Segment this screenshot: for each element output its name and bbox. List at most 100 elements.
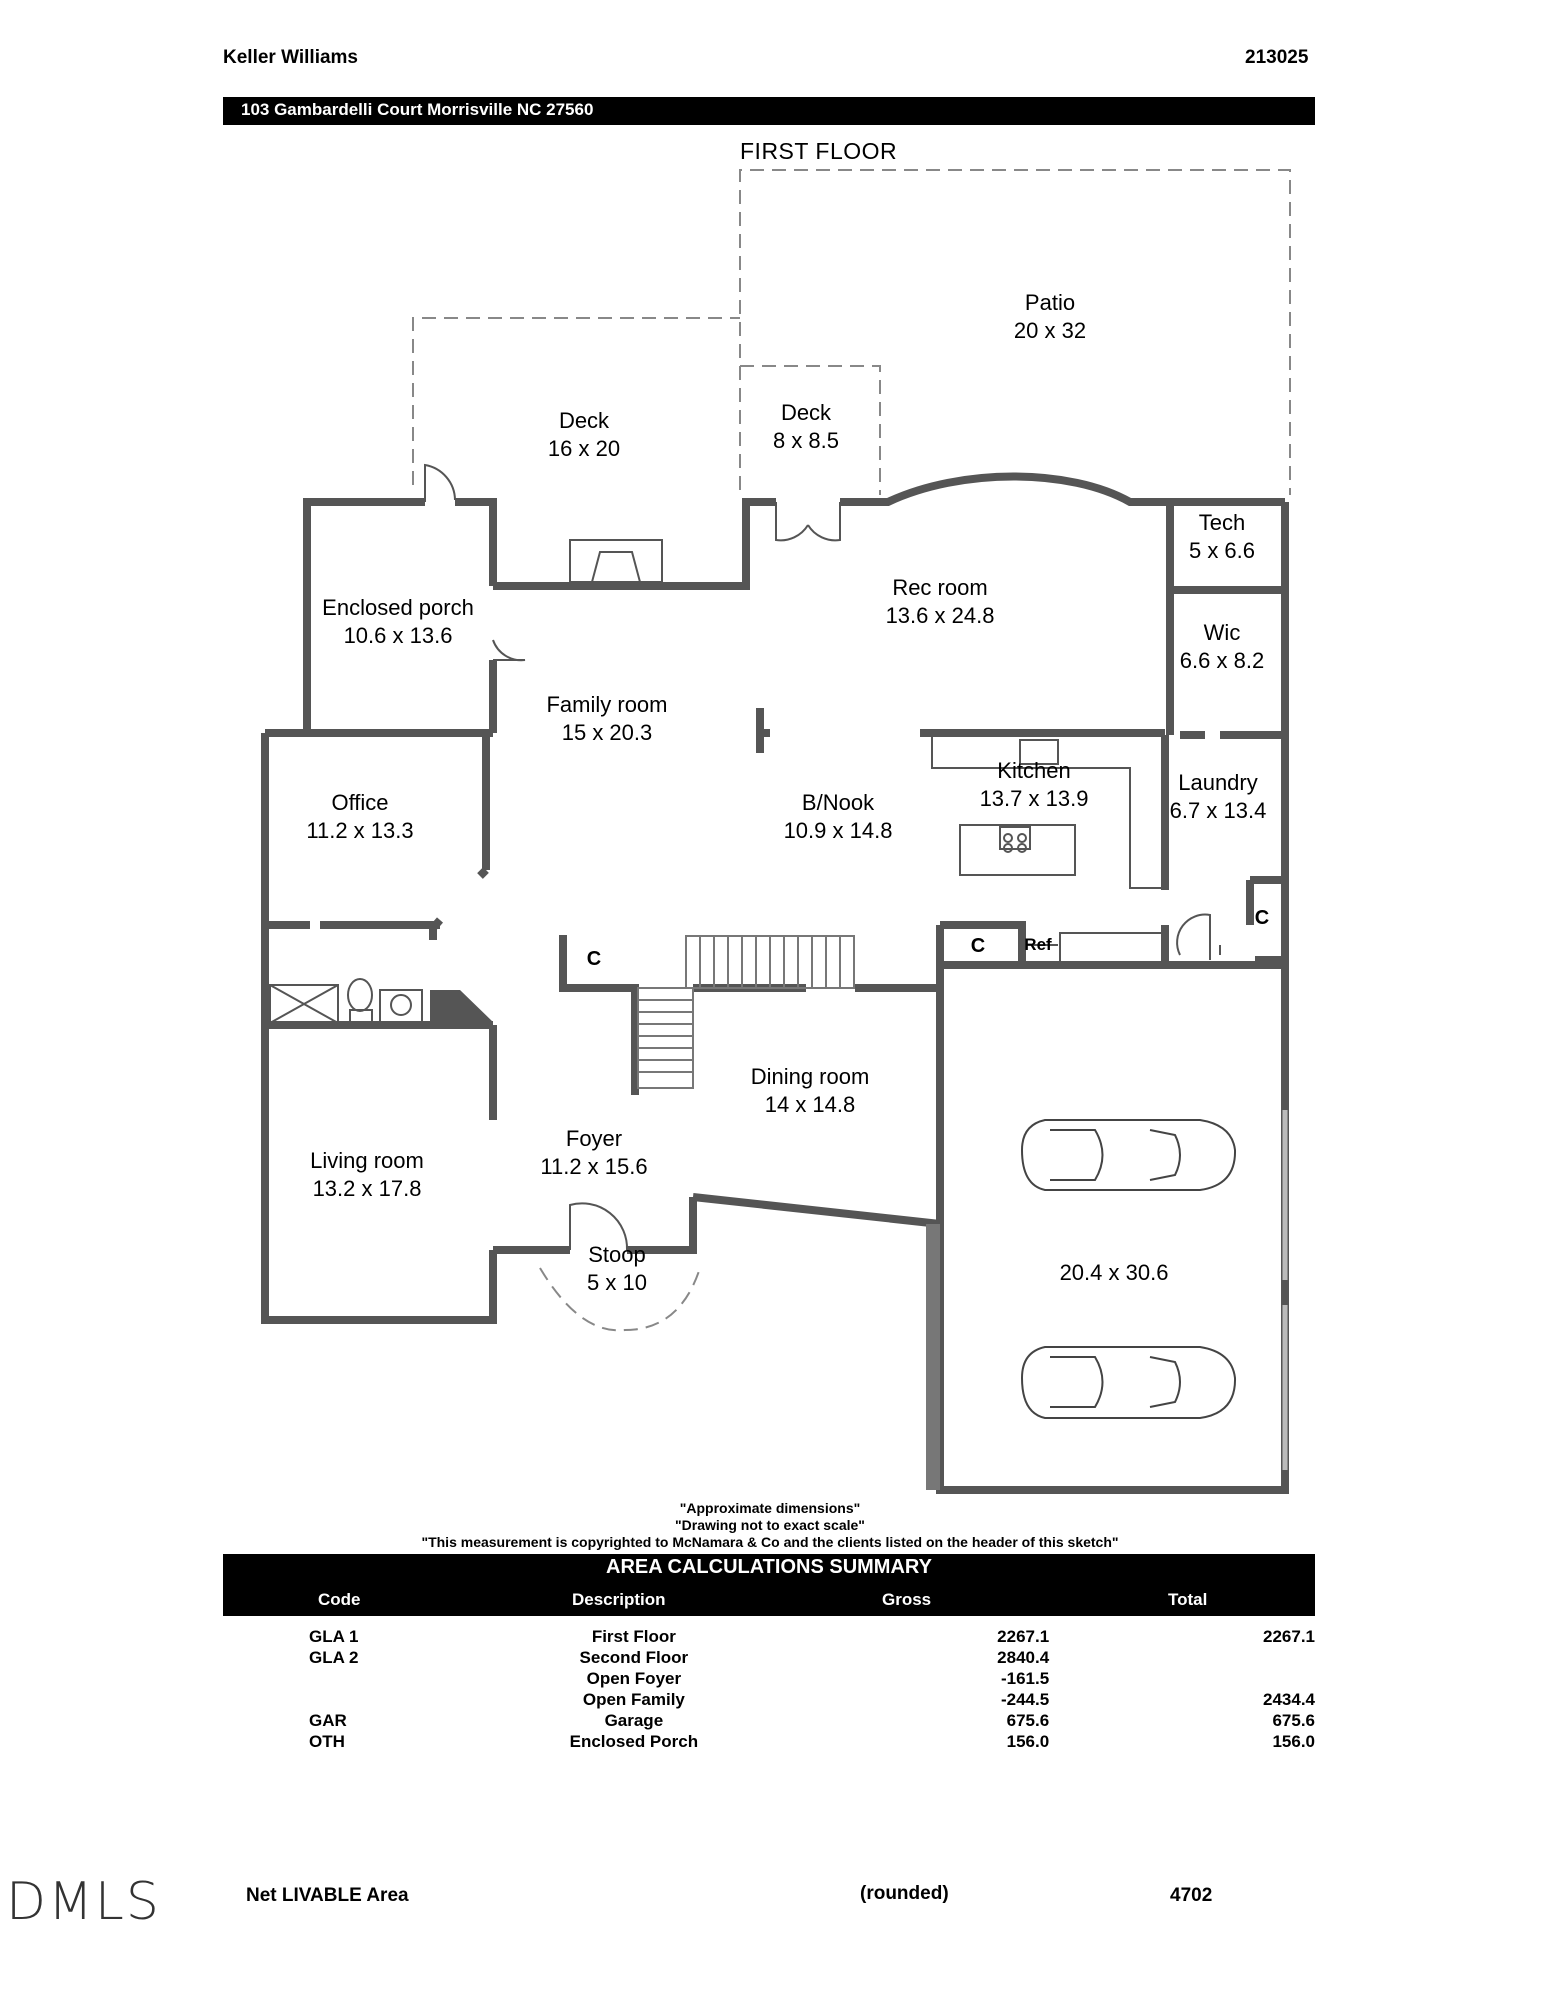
fixtures [269,539,1165,1024]
cell-desc: Garage [604,1711,664,1730]
room-name: Living room [310,1148,424,1173]
column-header-description: Description [572,1590,666,1609]
closet-label: C [1255,907,1269,929]
summary-title: AREA CALCULATIONS SUMMARY [606,1556,932,1578]
cell-total [1049,1647,1315,1668]
summary-header-bar [223,1554,1315,1616]
room-dims: 16 x 20 [548,436,620,461]
room-name: Laundry [1178,770,1258,795]
room-dims: 11.2 x 13.3 [306,818,413,843]
closet-label: C [587,948,601,970]
net-livable-value: 4702 [1170,1885,1213,1906]
column-header-code: Code [318,1590,361,1609]
room-name: Foyer [566,1126,622,1151]
net-livable-label: Net LIVABLE Area [246,1885,409,1906]
cell-gross: 2267.1 [997,1627,1050,1646]
closet-label: C [971,935,985,957]
room-name: Kitchen [997,758,1070,783]
room-dims: 8 x 8.5 [773,428,839,453]
table-row: GLA 2 Second Floor 2840.4 [223,1647,1315,1668]
walls [261,472,1289,1324]
exterior-outlines [412,169,1291,495]
room-dims: 20.4 x 30.6 [1060,1260,1169,1285]
doors [424,463,1221,1251]
cell-total [1049,1668,1315,1689]
room-labels: Patio 20 x 32 Deck 16 x 20 Deck 8 x 8.5 … [306,290,1269,1295]
address-bar [223,97,1315,125]
cell-total: 675.6 [1272,1711,1315,1730]
column-header-total: Total [1168,1590,1208,1609]
cell-gross: -161.5 [1000,1669,1050,1688]
room-dims: 5 x 6.6 [1189,538,1255,563]
table-row: Open Family -244.5 2434.4 [223,1689,1315,1710]
cell-code [223,1689,484,1710]
disclaimer-line: "Drawing not to exact scale" [675,1517,865,1533]
room-name: Enclosed porch [322,595,474,620]
cell-code: GAR [309,1711,347,1730]
cell-gross: -244.5 [1000,1690,1050,1709]
cell-total: 156.0 [1272,1732,1315,1751]
cell-code: GLA 2 [309,1648,359,1667]
room-dims: 6.7 x 13.4 [1170,798,1267,823]
property-address: 103 Gambardelli Court Morrisville NC 275… [241,100,594,119]
rounded-label: (rounded) [860,1883,949,1904]
room-name: Patio [1025,290,1075,315]
staircase [637,935,855,1089]
cell-code: OTH [309,1732,345,1751]
floor-title: FIRST FLOOR [740,138,898,164]
table-row: OTH Enclosed Porch 156.0 156.0 [223,1731,1315,1752]
cell-total: 2267.1 [1263,1627,1315,1646]
disclaimer-line: "Approximate dimensions" [679,1500,861,1516]
room-name: Stoop [588,1242,646,1267]
room-name: Office [331,790,388,815]
table-row: Open Foyer -161.5 [223,1668,1315,1689]
room-name: B/Nook [802,790,875,815]
room-dims: 6.6 x 8.2 [1180,648,1264,673]
cell-desc: First Floor [591,1627,676,1646]
column-header-gross: Gross [882,1590,932,1609]
room-dims: 11.2 x 15.6 [540,1154,647,1179]
car-icon-1 [1020,1119,1237,1191]
room-dims: 13.2 x 17.8 [313,1176,422,1201]
cell-code: GLA 1 [309,1627,359,1646]
room-dims: 10.9 x 14.8 [784,818,893,843]
deck-small-outline [740,365,881,495]
cell-desc: Second Floor [579,1648,689,1667]
file-number: 213025 [1245,47,1309,68]
cell-desc: Enclosed Porch [569,1732,699,1751]
room-name: Deck [559,408,610,433]
room-name: Wic [1204,620,1241,645]
cell-gross: 675.6 [1006,1711,1050,1730]
company-name: Keller Williams [223,47,358,68]
stoop-outline [539,1267,701,1332]
dmls-watermark-logo: DMLS [6,1872,161,1932]
room-dims: 10.6 x 13.6 [344,623,453,648]
ref-label: Ref [1024,935,1052,954]
room-name: Dining room [751,1064,870,1089]
cell-code [223,1668,484,1689]
room-dims: 13.7 x 13.9 [980,786,1089,811]
cell-gross: 2840.4 [997,1648,1050,1667]
room-dims: 14 x 14.8 [765,1092,856,1117]
room-dims: 15 x 20.3 [562,720,653,745]
room-name: Deck [781,400,832,425]
cell-desc: Open Foyer [586,1669,682,1688]
stair-wedge [430,990,493,1022]
table-row: GLA 1 First Floor 2267.1 2267.1 [223,1626,1315,1647]
room-dims: 13.6 x 24.8 [886,603,995,628]
cell-gross: 156.0 [1006,1732,1050,1751]
garage [926,965,1289,1494]
room-dims: 5 x 10 [587,1270,647,1295]
car-icon-2 [1020,1346,1237,1419]
cell-desc: Open Family [582,1690,685,1709]
disclaimer-line: "This measurement is copyrighted to McNa… [421,1534,1119,1550]
room-name: Family room [546,692,667,717]
cell-total: 2434.4 [1263,1690,1315,1709]
room-name: Rec room [892,575,987,600]
patio-outline [739,169,1291,495]
room-dims: 20 x 32 [1014,318,1086,343]
table-row: GAR Garage 675.6 675.6 [223,1710,1315,1731]
room-name: Tech [1199,510,1245,535]
